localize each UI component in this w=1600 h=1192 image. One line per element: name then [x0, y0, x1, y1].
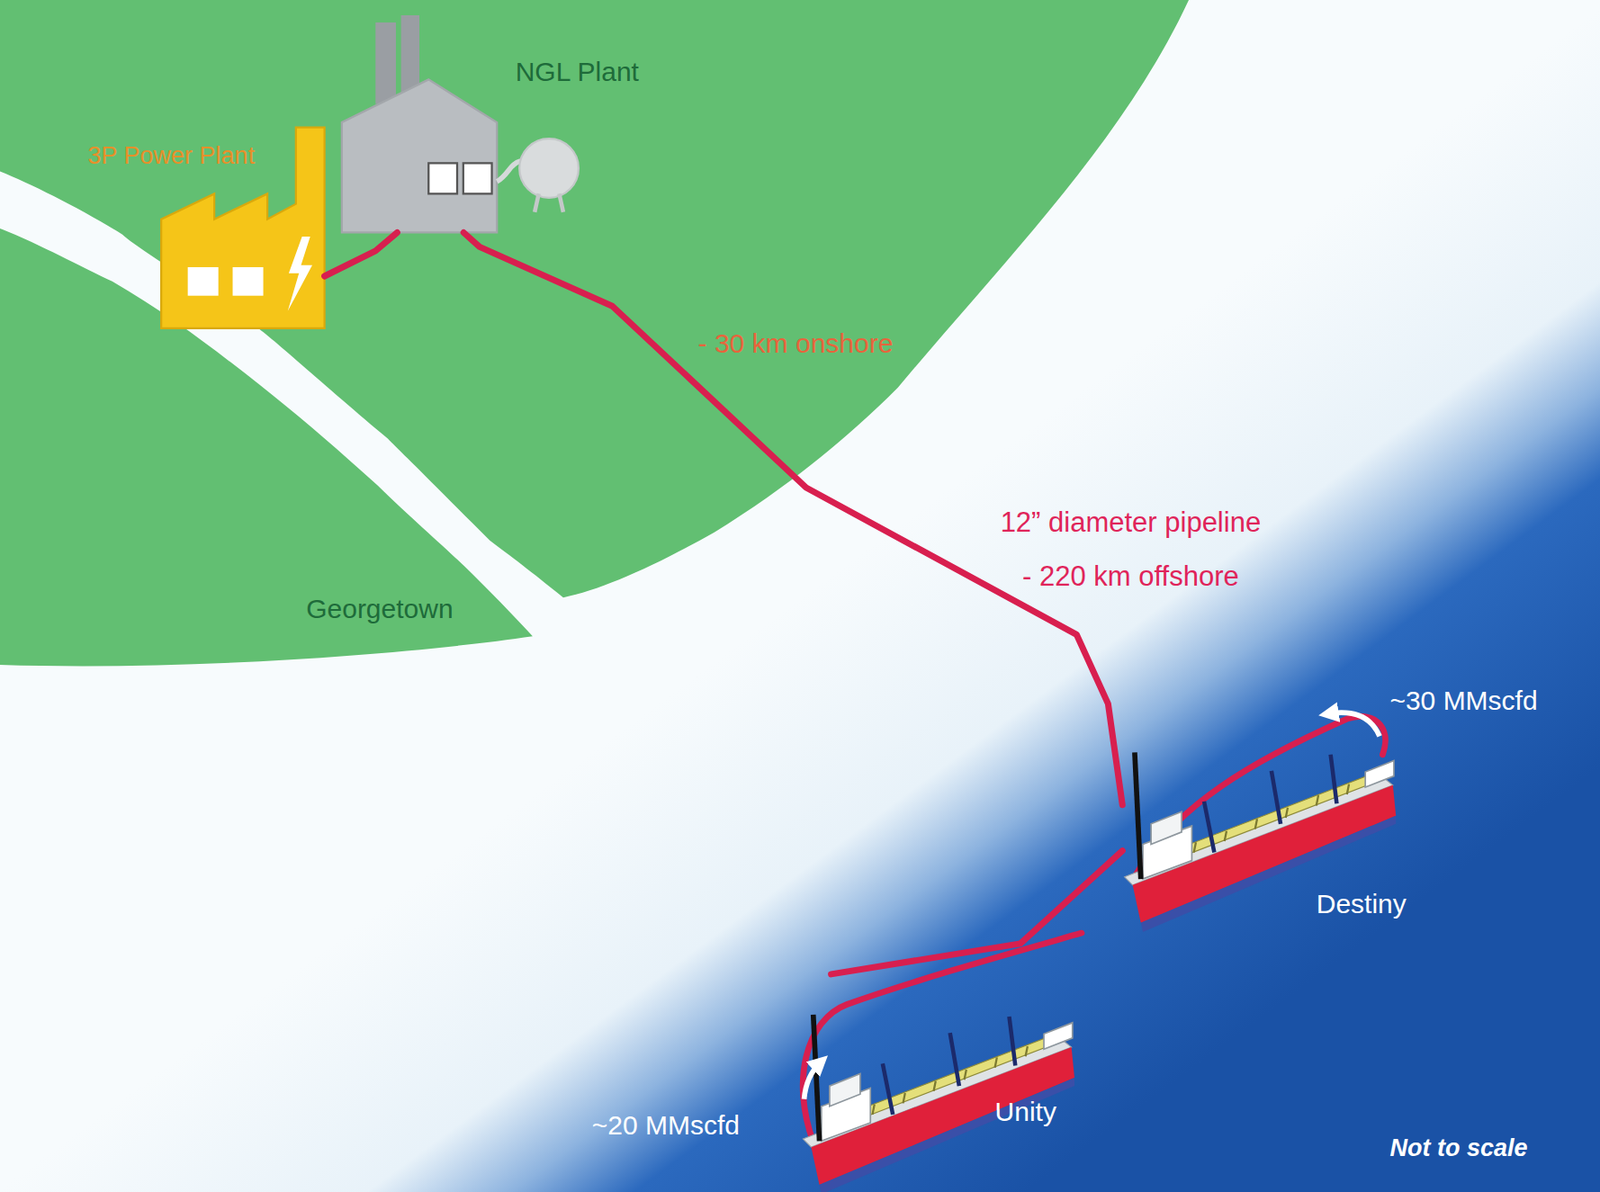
fpso-unity: Unity — [800, 974, 1103, 1169]
flow-rate: ~20 MMscfd — [592, 1110, 740, 1142]
gas-pipeline — [831, 851, 1124, 975]
power-plant: 3P Power Plant — [161, 127, 324, 329]
flow-rate: ~30 MMscfd — [1389, 685, 1538, 718]
fpso-destiny: Destiny — [1122, 749, 1403, 934]
node-label: Destiny — [1316, 889, 1407, 921]
node-label: Unity — [995, 1096, 1057, 1129]
node-label: 3P Power Plant — [88, 142, 256, 171]
pipeline-label: 12” diameter pipeline - 220 km offshore — [995, 495, 1266, 604]
place-name: Georgetown — [305, 593, 453, 626]
pipe-loops — [802, 716, 1385, 1142]
node-label: NGL Plant — [515, 56, 639, 89]
scale-note: Not to scale — [1389, 1134, 1528, 1163]
flow-arrows — [804, 712, 1381, 1100]
pipeline-length: - 30 km onshore — [698, 328, 894, 360]
gas-pipeline — [324, 233, 398, 278]
fpso-ship — [802, 1015, 1075, 1192]
ngl-plant-symbol — [341, 15, 579, 233]
ngl-plant: NGL Plant — [341, 20, 501, 234]
